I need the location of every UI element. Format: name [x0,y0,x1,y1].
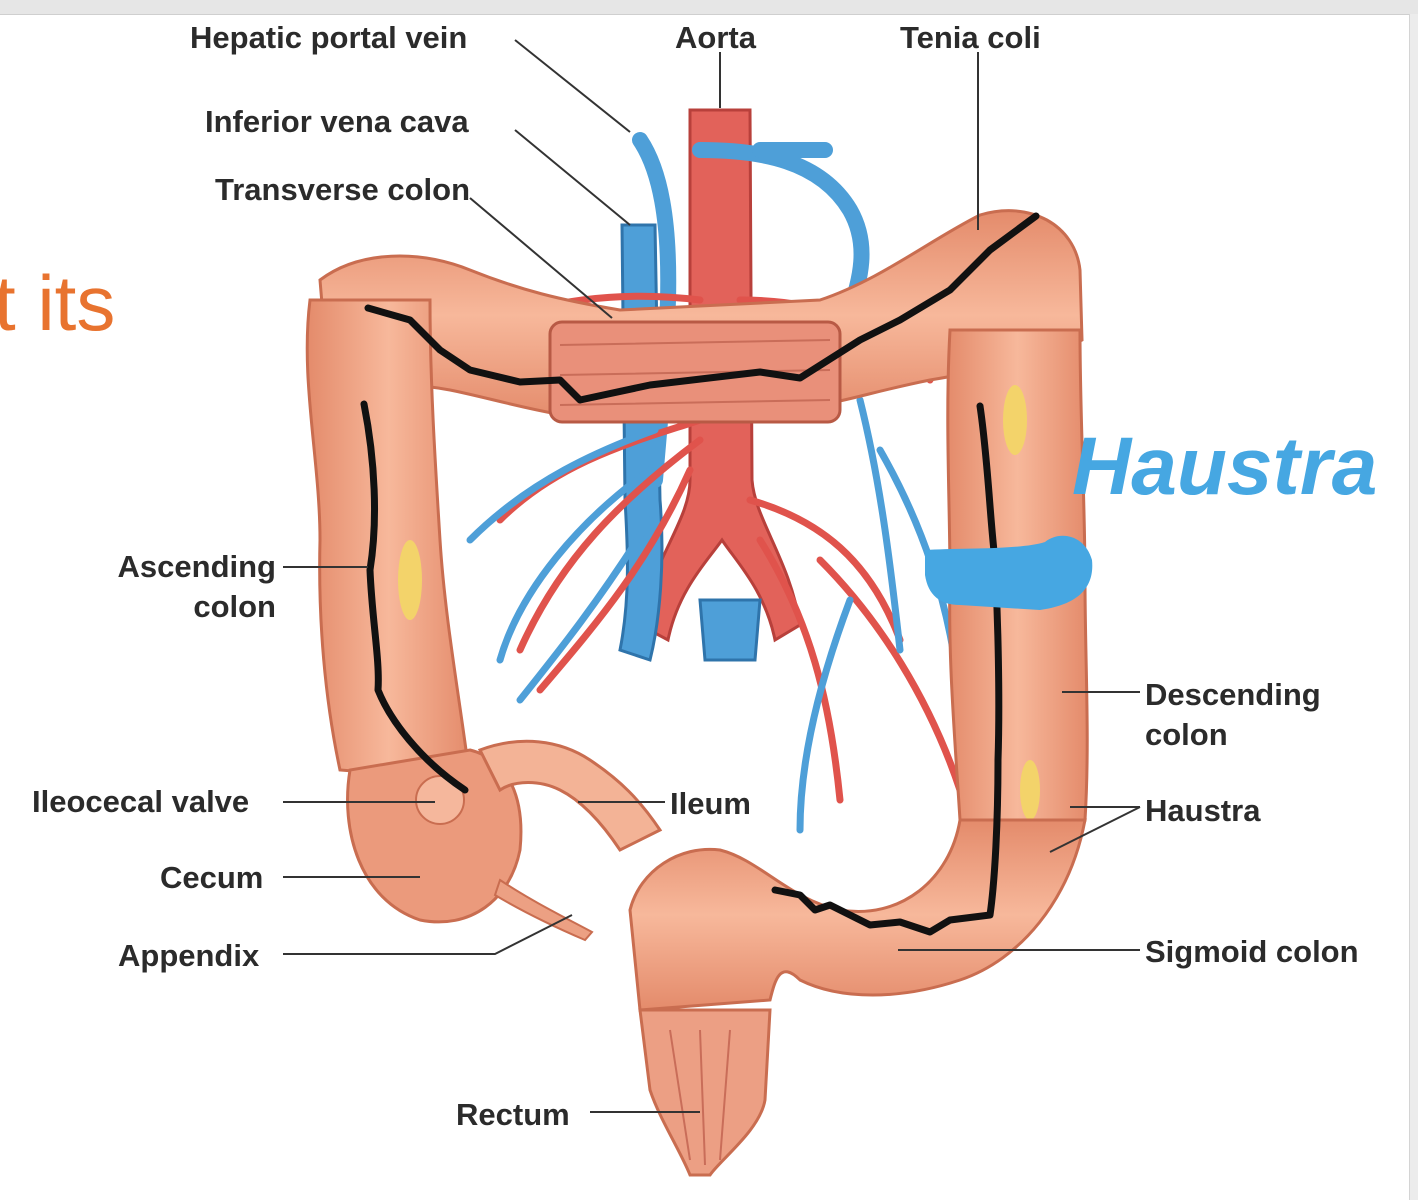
window-scrollbar[interactable] [1409,14,1418,1200]
label-descending-colon: Descending colon [1145,675,1321,754]
label-tenia-coli: Tenia coli [900,20,1041,55]
label-sigmoid-colon: Sigmoid colon [1145,934,1359,969]
label-ileocecal-valve: Ileocecal valve [32,784,250,819]
label-ascending-colon: Ascending colon [90,547,276,626]
cecum-shape [346,748,523,924]
label-aorta: Aorta [675,20,756,55]
rectum-shape [638,1008,772,1177]
label-inferior-vena-cava: Inferior vena cava [205,104,469,139]
label-hepatic-portal-vein: Hepatic portal vein [190,20,468,55]
label-appendix: Appendix [118,938,260,973]
transverse-colon-shape [318,209,1084,424]
label-descending-colon-line1: Descending [1145,677,1321,712]
label-ileum: Ileum [670,786,751,821]
window-top-bar [0,0,1418,15]
label-rectum: Rectum [456,1097,570,1132]
ileum-shape [477,739,663,852]
label-ascending-colon-line2: colon [193,588,276,624]
appendix-shape [493,878,594,942]
slide-text-fragment: t its [0,259,116,347]
label-haustra: Haustra [1145,793,1261,828]
label-descending-colon-line2: colon [1145,716,1228,752]
mesenteric-veins [466,396,964,834]
pen-tenia-lines [360,212,1040,936]
label-ascending-colon-line1: Ascending [117,549,276,584]
handwritten-haustra-note: Haustra [1072,421,1378,512]
leader-lines [283,39,1141,1113]
label-transverse-colon: Transverse colon [215,172,471,207]
blue-highlight-annotation [925,535,1093,610]
label-cecum: Cecum [160,860,264,895]
